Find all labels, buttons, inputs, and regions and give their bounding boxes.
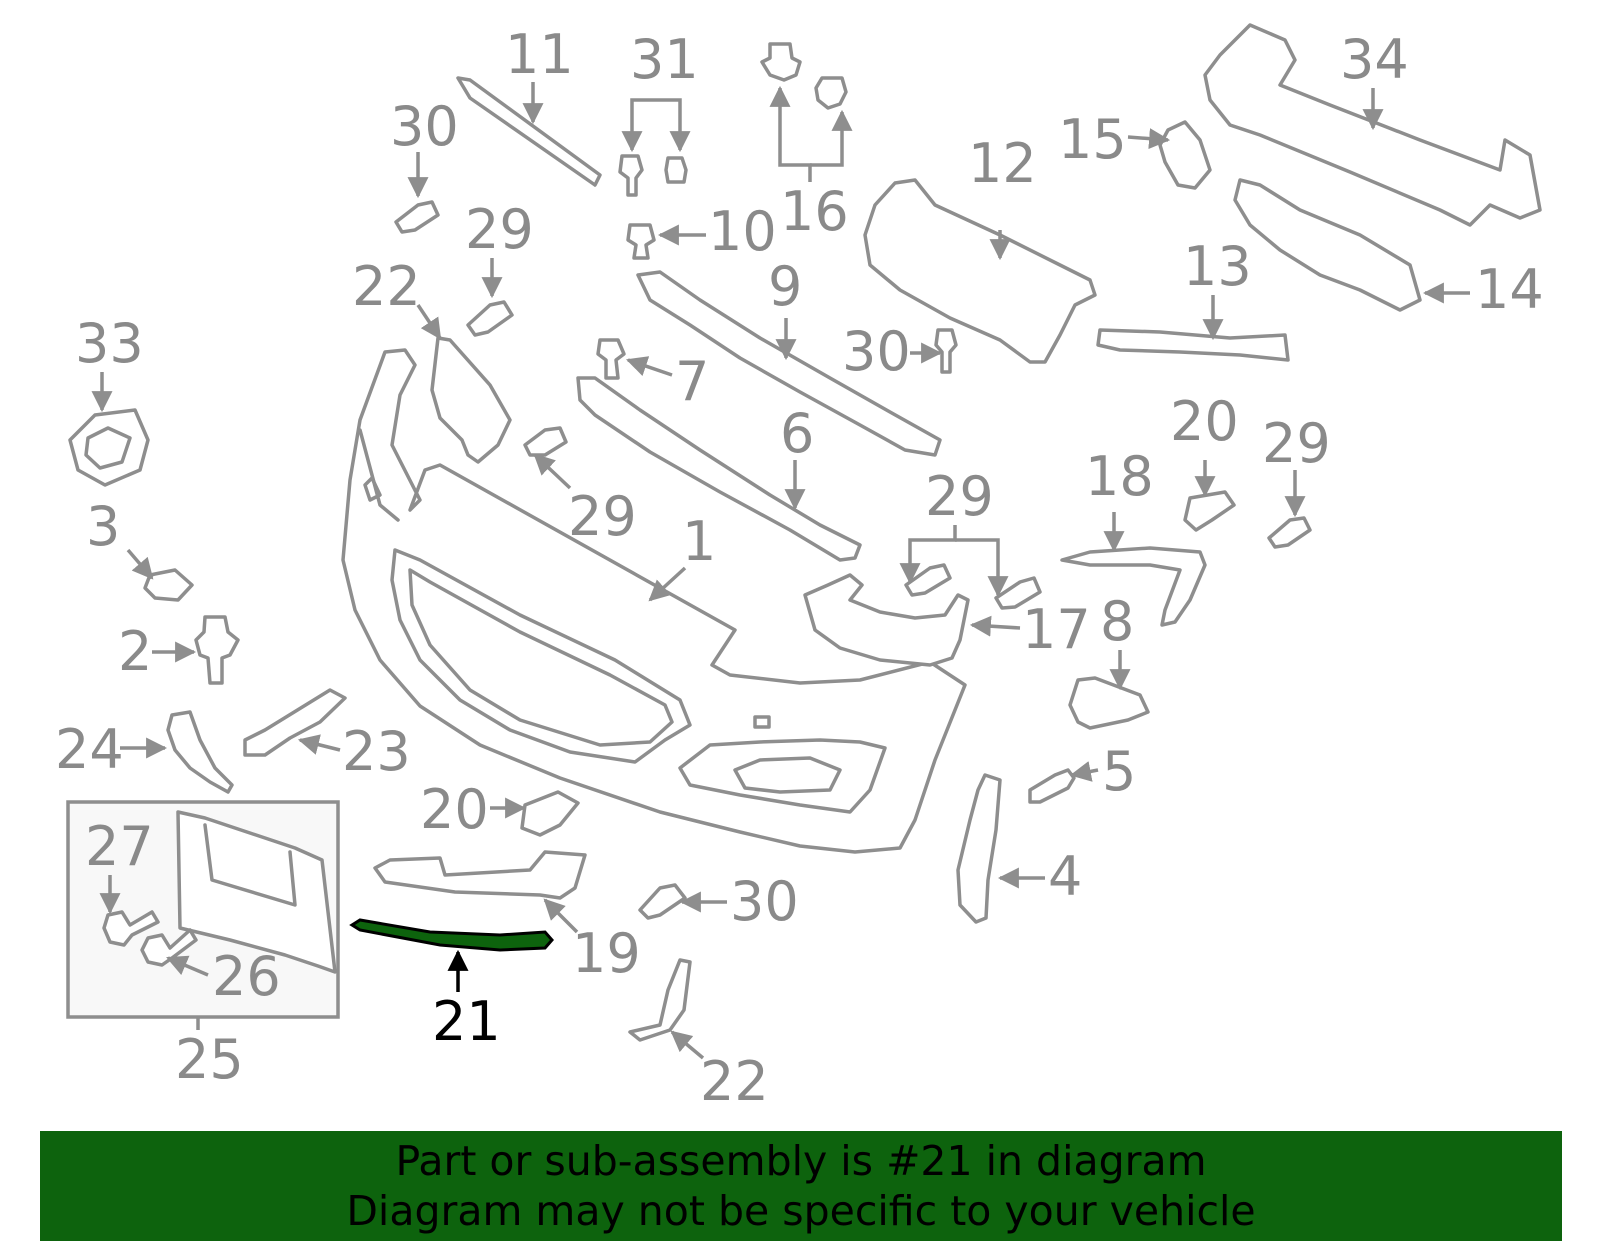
trim-18 bbox=[1060, 546, 1207, 627]
clip-2 bbox=[194, 615, 240, 685]
part-21-strip bbox=[349, 918, 554, 952]
callout-11: 11 bbox=[505, 23, 574, 86]
bracket-8 bbox=[1068, 676, 1150, 730]
callout-12: 12 bbox=[968, 132, 1037, 195]
screw-5 bbox=[1028, 768, 1076, 804]
bracket-24 bbox=[243, 688, 347, 757]
bracket-23 bbox=[430, 336, 512, 464]
bracket-22 bbox=[628, 958, 692, 1042]
bolt-29-b bbox=[523, 426, 568, 457]
callout-8: 8 bbox=[1100, 590, 1134, 653]
bolt-29-a bbox=[466, 300, 514, 337]
callout-7: 7 bbox=[675, 350, 709, 413]
bolt-29-e bbox=[1267, 516, 1312, 549]
bolt-29-c bbox=[904, 563, 952, 597]
callout-25: 24 bbox=[55, 718, 124, 781]
callout-15: 15 bbox=[1058, 108, 1127, 171]
bolt-30-upper bbox=[394, 200, 440, 234]
callout-4: 4 bbox=[1048, 845, 1082, 908]
banner-line-2: Diagram may not be specific to your vehi… bbox=[346, 1187, 1256, 1235]
bracket-20-lower bbox=[520, 790, 580, 837]
callout-1: 1 bbox=[682, 510, 716, 573]
callout-20-upper: 20 bbox=[1170, 390, 1239, 453]
molding-11 bbox=[456, 76, 602, 187]
callout-22: 22 bbox=[700, 1050, 769, 1113]
callout-28: 27 bbox=[85, 815, 154, 878]
callout-3: 3 bbox=[86, 495, 120, 558]
callout-5: 5 bbox=[1102, 740, 1136, 803]
callout-2: 2 bbox=[118, 620, 152, 683]
callout-29-a: 29 bbox=[465, 198, 534, 261]
info-banner: Part or sub-assembly is #21 in diagram D… bbox=[40, 1131, 1562, 1241]
callout-20-lower: 20 bbox=[420, 778, 489, 841]
callout-19: 19 bbox=[572, 922, 641, 985]
bracket-20-upper bbox=[1183, 490, 1236, 532]
callout-30-lower: 30 bbox=[730, 870, 799, 933]
callout-26: 25 bbox=[175, 1028, 244, 1091]
callout-labels: 11 31 30 16 10 29 22 9 33 7 12 15 34 13 … bbox=[55, 23, 1544, 1113]
callout-17: 17 bbox=[1022, 598, 1091, 661]
emblem-33 bbox=[68, 408, 150, 487]
banner-line-1: Part or sub-assembly is #21 in diagram bbox=[395, 1137, 1207, 1185]
clips-16 bbox=[760, 42, 848, 110]
clip-10 bbox=[626, 223, 656, 260]
callout-27: 26 bbox=[212, 945, 281, 1008]
bolts-31 bbox=[618, 154, 688, 197]
callout-21: 21 bbox=[432, 990, 501, 1053]
clip-7 bbox=[596, 338, 626, 380]
bracket-6 bbox=[576, 376, 862, 562]
callout-14: 14 bbox=[1475, 258, 1544, 321]
bracket-4 bbox=[956, 773, 1002, 924]
callout-30-upper: 30 bbox=[390, 95, 459, 158]
bracket-15 bbox=[1158, 120, 1212, 190]
callout-29-b: 29 bbox=[568, 485, 637, 548]
absorber-14 bbox=[1233, 178, 1422, 312]
callout-10: 10 bbox=[708, 200, 777, 263]
callout-16: 16 bbox=[780, 180, 849, 243]
callout-29-c: 29 bbox=[925, 465, 994, 528]
bezel-17 bbox=[803, 573, 970, 667]
callout-34: 34 bbox=[1340, 28, 1409, 91]
callout-24: 23 bbox=[342, 720, 411, 783]
callout-29-d: 29 bbox=[1262, 412, 1331, 475]
callout-31: 31 bbox=[630, 28, 699, 91]
bolt-32 bbox=[934, 328, 958, 374]
callout-13: 13 bbox=[1183, 235, 1252, 298]
callout-9: 9 bbox=[768, 255, 802, 318]
bracket-25 bbox=[166, 710, 234, 794]
bolt-30-lower bbox=[638, 883, 687, 920]
callout-32: 30 bbox=[842, 320, 911, 383]
callout-33: 33 bbox=[75, 312, 144, 375]
absorber-12 bbox=[863, 178, 1097, 364]
callout-6: 6 bbox=[780, 402, 814, 465]
bracket-13 bbox=[1096, 328, 1290, 362]
reinforcement-9 bbox=[636, 270, 942, 457]
nut-3 bbox=[143, 568, 194, 602]
bolt-29-d bbox=[994, 576, 1042, 610]
callout-18: 18 bbox=[1085, 445, 1154, 508]
callout-23: 22 bbox=[352, 255, 421, 318]
trim-19 bbox=[373, 850, 587, 900]
leader-lines bbox=[91, 82, 1470, 1060]
